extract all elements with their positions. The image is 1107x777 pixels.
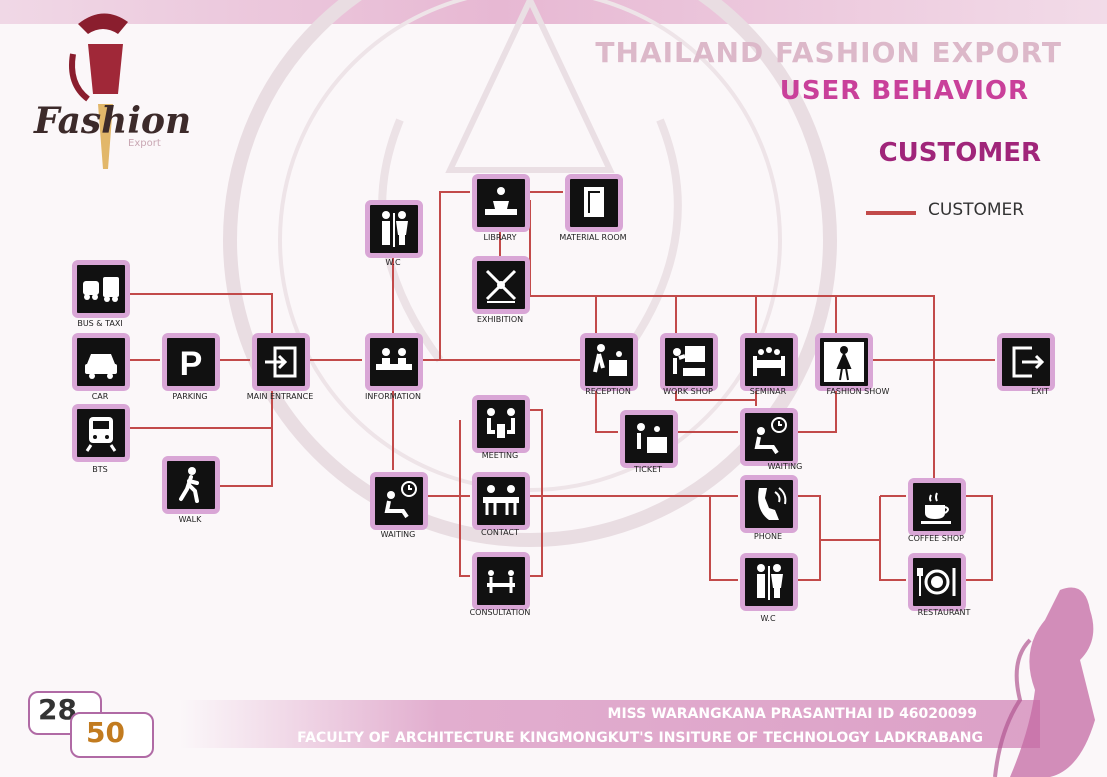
wc-top-label: W.C	[385, 258, 400, 267]
main-entrance-node	[252, 333, 310, 391]
bus-taxi-node	[72, 260, 130, 318]
train-icon	[77, 409, 125, 457]
coffee-shop-label: COFFEE SHOP	[908, 534, 964, 543]
footer-author: MISS WARANGKANA PRASANTHAI ID 46020099	[608, 706, 977, 722]
main-entrance-label: MAIN ENTRANCE	[247, 392, 314, 401]
parking-icon: P	[167, 338, 215, 386]
information-node	[365, 333, 423, 391]
entrance-icon	[257, 338, 305, 386]
waiting-icon	[745, 413, 793, 461]
exit-node	[997, 333, 1055, 391]
walk-node	[162, 456, 220, 514]
walk-icon	[167, 461, 215, 509]
parking-label: PARKING	[172, 392, 207, 401]
coffee-shop-node	[908, 478, 966, 536]
walk-label: WALK	[179, 515, 202, 524]
car-label: CAR	[92, 392, 109, 401]
phone-node	[740, 475, 798, 533]
consultation-node	[472, 552, 530, 610]
material-room-node	[565, 174, 623, 232]
seminar-icon	[745, 338, 793, 386]
phone-label: PHONE	[754, 532, 782, 541]
workshop-icon	[665, 338, 713, 386]
ticket-node	[620, 410, 678, 468]
coffee-icon	[913, 483, 961, 531]
footer-faculty: FACULTY OF ARCHITECTURE KINGMONGKUT'S IN…	[297, 730, 983, 746]
bts-label: BTS	[92, 465, 107, 474]
consultation-label: CONSULTATION	[470, 608, 531, 617]
page-total: 50	[86, 716, 125, 749]
waiting-right-node	[740, 408, 798, 466]
restaurant-node	[908, 553, 966, 611]
car-node	[72, 333, 130, 391]
meeting-label: MEETING	[482, 451, 518, 460]
page-total-box: 50	[70, 712, 154, 758]
workshop-label: WORK SHOP	[663, 387, 713, 396]
phone-icon	[745, 480, 793, 528]
restaurant-icon	[913, 558, 961, 606]
library-icon	[477, 179, 525, 227]
seminar-node	[740, 333, 798, 391]
wc-top-node	[365, 200, 423, 258]
meeting-icon	[477, 400, 525, 448]
information-icon	[370, 338, 418, 386]
svg-text:P: P	[180, 345, 203, 383]
fashion-show-label: FASHION SHOW	[827, 387, 890, 396]
fashion-show-node	[815, 333, 873, 391]
reception-label: RECEPTION	[585, 387, 631, 396]
contact-node	[472, 472, 530, 530]
contact-icon	[477, 477, 525, 525]
reception-node	[580, 333, 638, 391]
meeting-node	[472, 395, 530, 453]
parking-node: P	[162, 333, 220, 391]
exit-icon	[1002, 338, 1050, 386]
restroom-icon	[745, 558, 793, 606]
ticket-label: TICKET	[634, 465, 662, 474]
library-node	[472, 174, 530, 232]
wc-bottom-node	[740, 553, 798, 611]
exhibition-node	[472, 256, 530, 314]
waiting-icon	[375, 477, 423, 525]
workshop-node	[660, 333, 718, 391]
bts-node	[72, 404, 130, 462]
exit-label: EXIT	[1031, 387, 1049, 396]
fashion-figure-decoration	[990, 580, 1107, 777]
wc-bottom-label: W.C	[760, 614, 775, 623]
material-icon	[570, 179, 618, 227]
waiting-left-label: WAITING	[381, 530, 416, 539]
ticket-icon	[625, 415, 673, 463]
car-icon	[77, 338, 125, 386]
restroom-icon	[370, 205, 418, 253]
exhibition-label: EXHIBITION	[477, 315, 523, 324]
waiting-left-node	[370, 472, 428, 530]
fashion-show-icon	[820, 338, 868, 386]
seminar-label: SEMINAR	[750, 387, 786, 396]
information-label: INFORMATION	[365, 392, 421, 401]
exhibition-icon	[477, 261, 525, 309]
reception-icon	[585, 338, 633, 386]
material-room-label: MATERIAL ROOM	[559, 233, 626, 242]
waiting-right-label: WAITING	[768, 462, 803, 471]
contact-label: CONTACT	[481, 528, 519, 537]
bus-taxi-icon	[77, 265, 125, 313]
consultation-icon	[477, 557, 525, 605]
library-label: LIBRARY	[484, 233, 517, 242]
bus-taxi-label: BUS & TAXI	[77, 319, 122, 328]
restaurant-label: RESTAURANT	[918, 608, 971, 617]
